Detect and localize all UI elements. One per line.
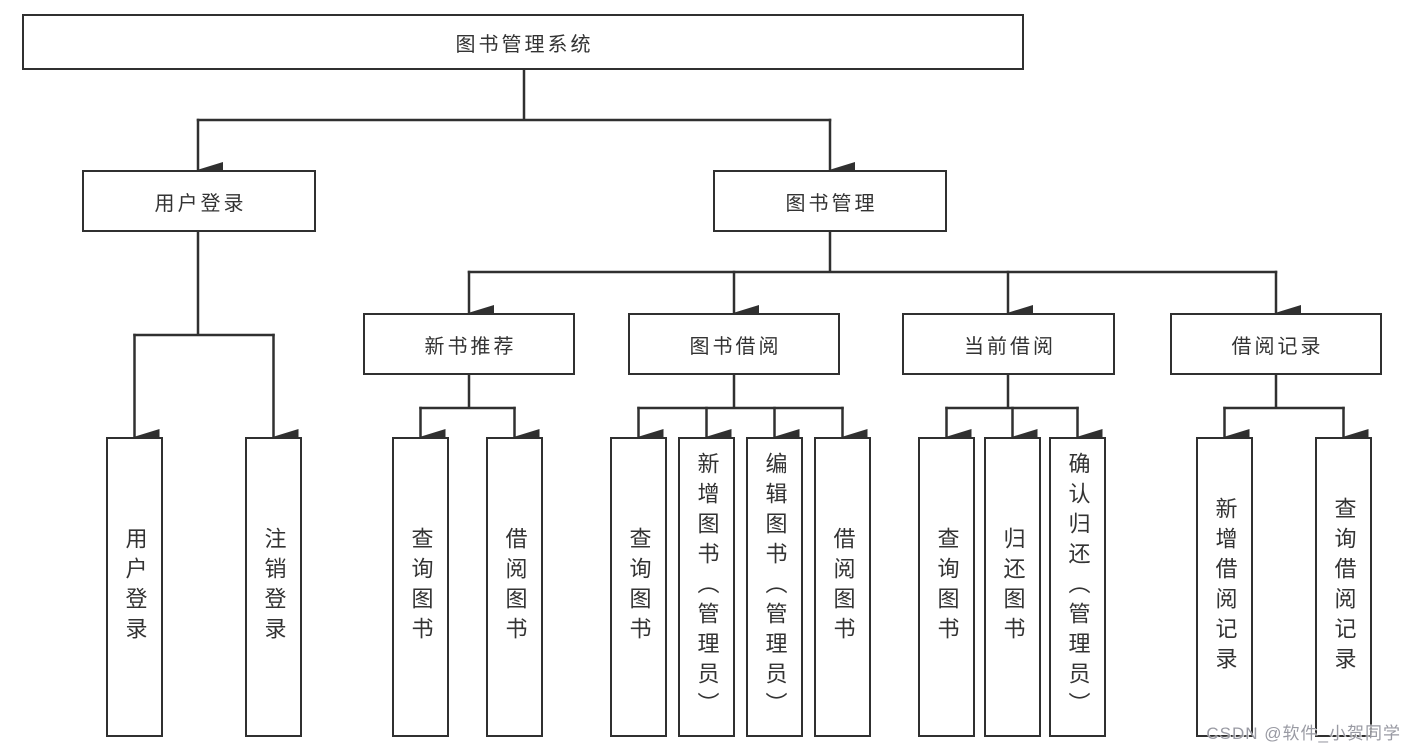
- leaf-label: 用户登录: [122, 527, 148, 647]
- leaf-user-login: 用户登录: [106, 437, 163, 737]
- leaf-query-books-recommend: 查询图书: [392, 437, 449, 737]
- leaf-return-book: 归还图书: [984, 437, 1041, 737]
- node-label: 借阅记录: [1231, 335, 1324, 358]
- leaf-label: 查询图书: [408, 527, 434, 647]
- leaf-label: 注销登录: [261, 527, 287, 647]
- connector-root: [196, 68, 855, 178]
- leaf-add-book-admin: 新增图书（管理员）: [678, 437, 735, 737]
- node-label: 图书借阅: [689, 335, 782, 358]
- csdn-watermark: CSDN @软件_小贺同学: [1206, 724, 1401, 743]
- node-label: 图书管理系统: [455, 33, 594, 56]
- node-book-management: 图书管理: [713, 170, 947, 232]
- leaf-borrow-books-recommend: 借阅图书: [486, 437, 543, 737]
- leaf-label: 借阅图书: [830, 527, 856, 647]
- node-label: 当前借阅: [964, 335, 1056, 358]
- node-current-borrow: 当前借阅: [902, 313, 1115, 375]
- node-user-login: 用户登录: [82, 170, 316, 232]
- leaf-borrow-books: 借阅图书: [814, 437, 871, 737]
- leaf-label: 归还图书: [1000, 527, 1026, 647]
- leaf-logout: 注销登录: [245, 437, 302, 737]
- leaf-label: 借阅图书: [502, 527, 528, 647]
- leaf-add-borrow-record: 新增借阅记录: [1196, 437, 1253, 737]
- leaf-label: 新增借阅记录: [1212, 497, 1238, 677]
- node-label: 用户登录: [154, 192, 247, 215]
- node-borrow-records: 借阅记录: [1170, 313, 1382, 375]
- connector-current-borrow: [945, 373, 1103, 445]
- node-label: 图书管理: [785, 192, 878, 215]
- leaf-label: 确认归还（管理员）: [1065, 452, 1091, 722]
- connector-book-borrow: [637, 373, 868, 445]
- leaf-query-borrow-record: 查询借阅记录: [1315, 437, 1372, 737]
- leaf-label: 查询图书: [934, 527, 960, 647]
- connector-borrow-records: [1223, 373, 1369, 445]
- leaf-query-books-current: 查询图书: [918, 437, 975, 737]
- node-library-management-system: 图书管理系统: [22, 14, 1024, 70]
- node-new-book-recommend: 新书推荐: [363, 313, 575, 375]
- leaf-query-books-borrow: 查询图书: [610, 437, 667, 737]
- leaf-label: 查询图书: [626, 527, 652, 647]
- leaf-edit-book-admin: 编辑图书（管理员）: [746, 437, 803, 737]
- leaf-label: 查询借阅记录: [1331, 497, 1357, 677]
- connector-user-login: [133, 230, 299, 445]
- node-label: 新书推荐: [424, 335, 517, 358]
- connector-book-management: [467, 230, 1301, 321]
- leaf-label: 编辑图书（管理员）: [762, 452, 788, 722]
- leaf-label: 新增图书（管理员）: [694, 452, 720, 722]
- leaf-confirm-return-admin: 确认归还（管理员）: [1049, 437, 1106, 737]
- connector-new-book-recommend: [419, 373, 540, 445]
- node-book-borrow: 图书借阅: [628, 313, 840, 375]
